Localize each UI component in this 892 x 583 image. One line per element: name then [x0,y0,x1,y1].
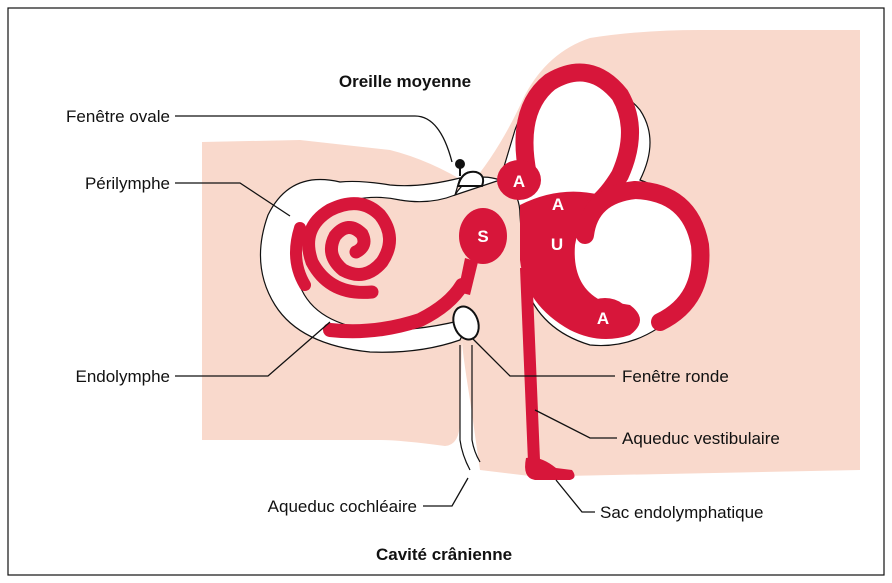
title-cranial-cavity: Cavité crânienne [376,545,512,564]
letter-saccule: S [477,227,488,246]
label-vestibular-aqueduct: Aqueduc vestibulaire [622,429,780,448]
letter-utricle: U [551,235,563,254]
letter-ampulla-middle: A [552,195,564,214]
label-perilymph: Périlymphe [85,174,170,193]
title-middle-ear: Oreille moyenne [339,72,471,91]
label-oval-window: Fenêtre ovale [66,107,170,126]
letter-ampulla-bottom: A [597,309,609,328]
letter-ampulla-top: A [513,172,525,191]
label-cochlear-aqueduct: Aqueduc cochléaire [268,497,417,516]
label-round-window: Fenêtre ronde [622,367,729,386]
label-endolymphatic-sac: Sac endolymphatique [600,503,764,522]
label-endolymph: Endolymphe [75,367,170,386]
